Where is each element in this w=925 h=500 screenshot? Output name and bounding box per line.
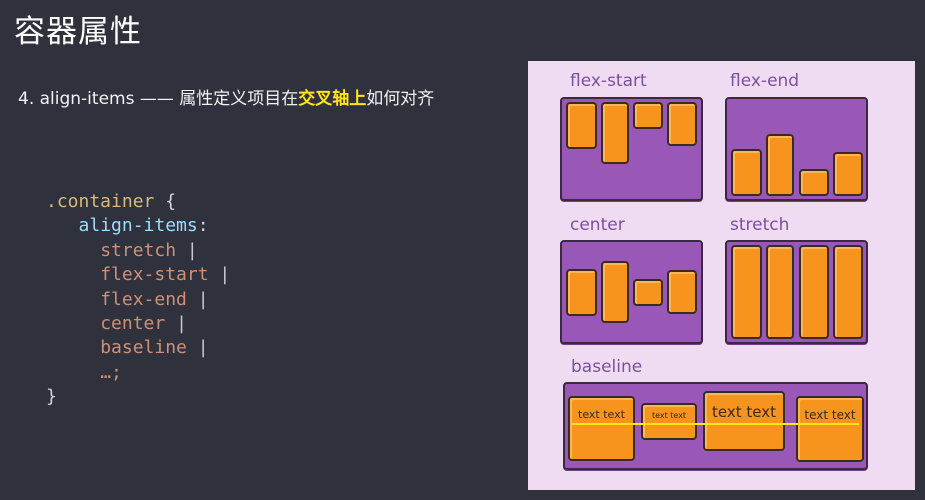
flex-item	[633, 102, 663, 129]
baseline-item: text text	[796, 396, 864, 462]
flex-item	[731, 245, 762, 339]
baseline-item: text text	[641, 403, 697, 440]
subtitle-prefix: 4. align-items —— 属性定义项目在	[18, 89, 299, 109]
code-selector: .container	[46, 191, 155, 212]
code-value: baseline	[100, 337, 187, 359]
flex-item	[633, 279, 663, 306]
code-value: …;	[100, 361, 122, 383]
demo-center	[560, 240, 703, 344]
code-line-value: stretch |	[46, 239, 230, 263]
flex-item	[667, 270, 697, 314]
code-separator: |	[197, 288, 209, 310]
code-value: center	[100, 313, 166, 335]
flex-item	[601, 102, 629, 164]
demo-stretch	[725, 240, 868, 344]
code-line-close: }	[46, 385, 230, 409]
flex-item	[731, 149, 762, 196]
demo-label-flex-end: flex-end	[730, 71, 800, 91]
code-line-value: baseline |	[46, 336, 230, 360]
flex-item	[667, 102, 697, 146]
code-line-value: flex-end |	[46, 288, 230, 312]
subtitle: 4. align-items —— 属性定义项目在交叉轴上如何对齐	[18, 84, 434, 109]
code-value: flex-start	[100, 264, 209, 286]
demo-label-center: center	[570, 215, 625, 235]
flex-item	[833, 152, 863, 196]
code-separator: |	[197, 337, 209, 359]
code-close-brace: }	[46, 386, 57, 408]
flex-item	[566, 269, 597, 316]
flex-item	[833, 245, 863, 339]
code-open-brace: {	[165, 191, 177, 212]
code-line-value: center |	[46, 312, 230, 336]
demo-label-baseline: baseline	[571, 357, 643, 377]
flex-item	[766, 134, 794, 196]
item-text: text text	[578, 408, 625, 421]
code-separator: |	[176, 313, 187, 335]
code-line-property: align-items:	[46, 214, 230, 238]
code-separator: |	[219, 264, 231, 286]
demo-label-flex-start: flex-start	[570, 71, 647, 91]
code-value: stretch	[100, 239, 177, 261]
item-text: text text	[651, 411, 687, 420]
flex-item	[766, 245, 794, 339]
demo-baseline: text text text text text text text text	[563, 382, 868, 470]
baseline-item: text text	[568, 396, 635, 461]
demo-label-stretch: stretch	[730, 215, 790, 235]
flex-item	[566, 102, 597, 149]
code-property: align-items	[78, 215, 198, 237]
align-items-illustration: flex-start flex-end center stretch basel…	[528, 61, 915, 490]
baseline-line	[572, 423, 859, 425]
code-line-value: …;	[46, 361, 230, 385]
subtitle-highlight: 交叉轴上	[298, 89, 367, 109]
code-separator: |	[186, 239, 198, 261]
demo-flex-end	[725, 97, 868, 201]
flex-item	[601, 261, 629, 323]
subtitle-suffix: 如何对齐	[366, 89, 435, 109]
baseline-item: text text	[703, 391, 785, 451]
flex-item	[799, 169, 829, 196]
code-value: flex-end	[100, 288, 187, 310]
code-line-selector: .container {	[46, 190, 230, 214]
demo-flex-start	[560, 97, 703, 201]
flex-item	[799, 245, 829, 339]
item-text: text text	[712, 403, 776, 421]
code-colon: :	[197, 215, 209, 237]
code-line-value: flex-start |	[46, 263, 230, 287]
slide-title: 容器属性	[14, 14, 142, 50]
item-text: text text	[804, 408, 856, 422]
code-block: .container { align-items: stretch | flex…	[46, 190, 230, 410]
